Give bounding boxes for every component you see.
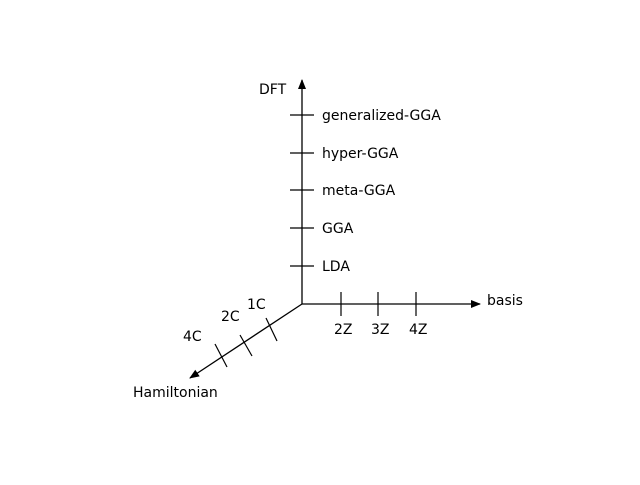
hamiltonian-tick-mark <box>265 317 278 342</box>
basis-ticks: 2Z 3Z 4Z <box>334 292 428 338</box>
dft-axis-label: DFT <box>259 82 287 98</box>
hamiltonian-tick-mark <box>239 334 253 357</box>
hamiltonian-tick-label: 2C <box>221 309 240 325</box>
dft-ticks: LDA GGA meta-GGA hyper-GGA generalized-G… <box>290 108 441 275</box>
basis-tick-label: 4Z <box>409 322 428 338</box>
hamiltonian-axis <box>189 303 303 379</box>
basis-tick-label: 3Z <box>371 322 390 338</box>
hamiltonian-tick-label: 1C <box>247 297 266 313</box>
basis-tick-label: 2Z <box>334 322 353 338</box>
dft-tick-label: generalized-GGA <box>322 108 441 124</box>
hamiltonian-tick-mark <box>214 343 228 368</box>
basis-axis-label: basis <box>487 293 523 309</box>
hamiltonian-tick-label: 4C <box>183 329 202 345</box>
dft-tick-label: meta-GGA <box>322 183 396 199</box>
dft-tick-label: GGA <box>322 221 354 237</box>
dft-tick-label: hyper-GGA <box>322 146 399 162</box>
hamiltonian-ticks: 1C 2C 4C <box>183 297 278 368</box>
hamiltonian-axis-label: Hamiltonian <box>133 385 218 401</box>
dft-tick-label: LDA <box>322 259 350 275</box>
